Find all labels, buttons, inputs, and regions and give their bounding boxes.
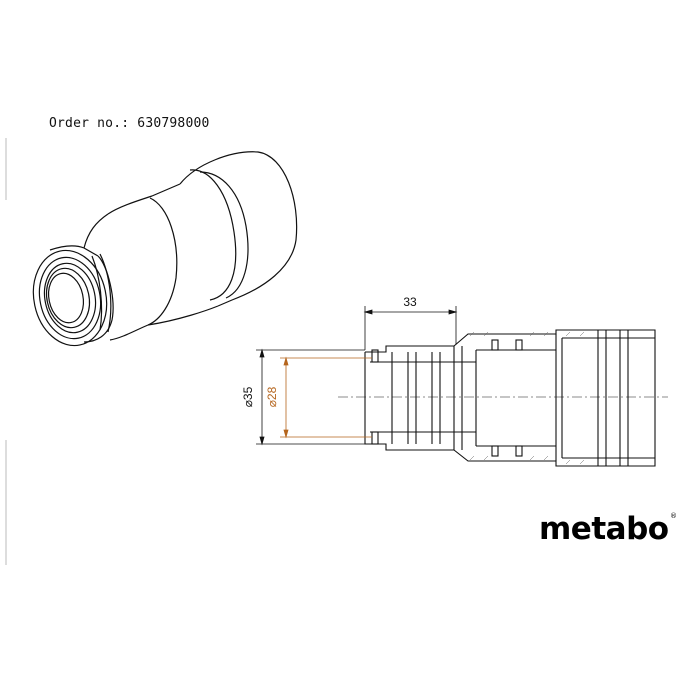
dimension-length [363, 306, 458, 350]
dimension-inner-diameter [280, 356, 372, 439]
dimension-inner-diameter-label: ⌀28 [265, 386, 279, 407]
dimension-length-label: 33 [403, 295, 417, 309]
adapter-3d-view [32, 151, 298, 347]
dimension-outer-diameter [256, 348, 365, 446]
registered-mark: ® [670, 512, 677, 520]
metabo-logo: metabo [539, 511, 669, 547]
order-number: Order no.: 630798000 [49, 116, 210, 131]
dimension-outer-diameter-label: ⌀35 [241, 386, 255, 407]
adapter-section-view [338, 329, 668, 467]
section-hatching [469, 331, 585, 465]
